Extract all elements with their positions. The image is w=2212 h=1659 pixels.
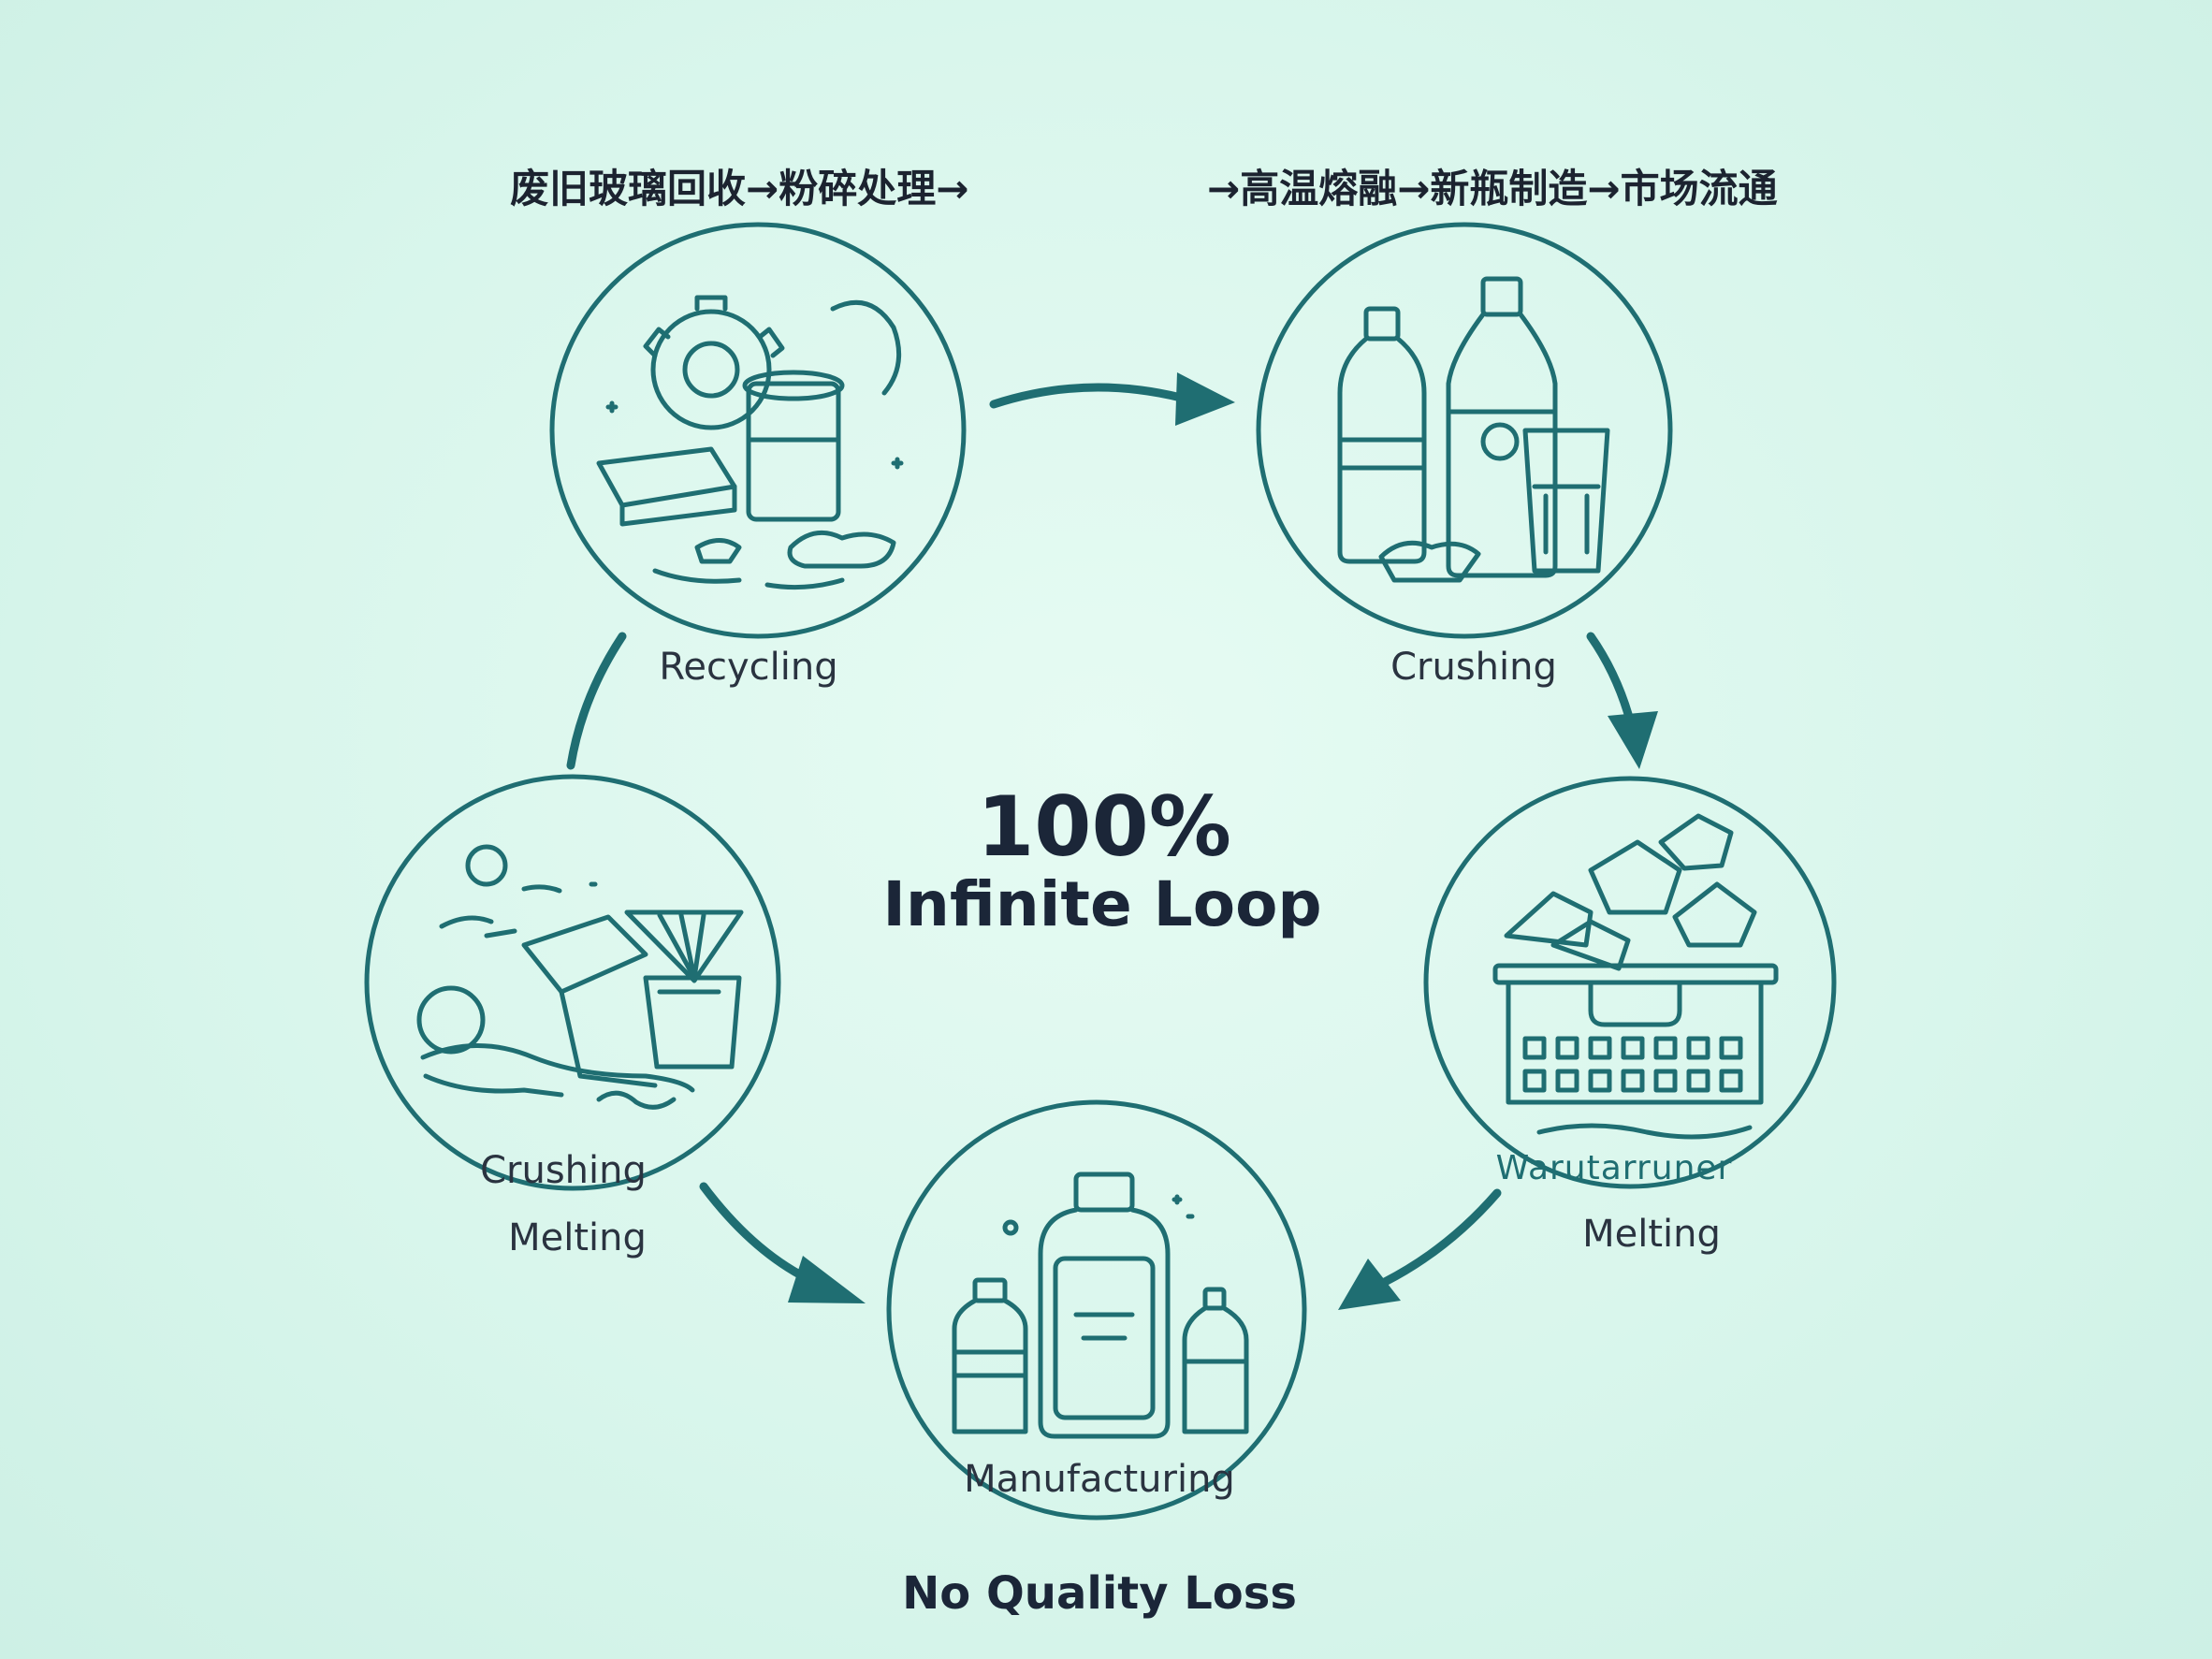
melting-left-label: Melting [508, 1216, 647, 1259]
new-bottles-icon [952, 1171, 1249, 1439]
recycling-circle [549, 222, 967, 639]
center-percent: 100% [977, 779, 1231, 875]
arrow-crushing-left-to-manufacturing [699, 1182, 866, 1303]
arrow-loop-left [566, 632, 627, 770]
melting-right-label: Melting [1582, 1213, 1721, 1256]
manufacturing-circle [886, 1099, 1307, 1521]
arrow-recycling-to-crushing [989, 372, 1235, 426]
footer-text: No Quality Loss [902, 1567, 1297, 1620]
recycling-label: Recycling [659, 646, 838, 689]
center-subtitle: Infinite Loop [882, 868, 1322, 940]
arrow-melting-to-manufacturing [1338, 1188, 1502, 1310]
crushing-left-circle [364, 774, 781, 1191]
broken-glass-icon [416, 844, 744, 1110]
bottles-glass-icon [1337, 276, 1610, 583]
recycling-debris-icon [596, 295, 904, 590]
arrow-crushing-to-melting [1586, 632, 1658, 769]
melting-right-circle [1423, 776, 1837, 1189]
flow-text-left: 废旧玻璃回收→粉碎处理→ [510, 166, 969, 211]
melting-right-top-label: Warutarruner [1495, 1149, 1733, 1187]
flow-text-right: →高温熔融→新瓶制造→市场流通 [1207, 166, 1778, 211]
crushing-top-label: Crushing [1390, 646, 1557, 689]
crushing-left-label: Crushing [480, 1149, 647, 1192]
cullet-basket-icon [1492, 813, 1779, 1140]
manufacturing-label: Manufacturing [964, 1458, 1235, 1501]
crushing-top-circle [1256, 222, 1673, 639]
